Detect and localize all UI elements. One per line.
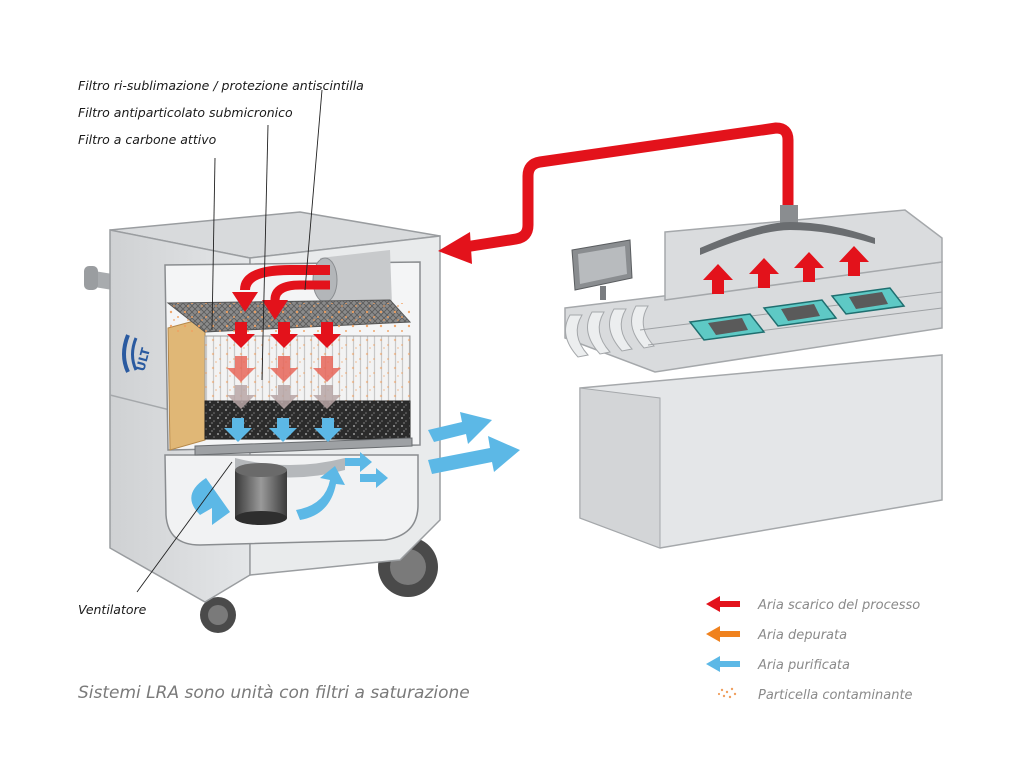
ult-logo: ULT	[122, 334, 153, 373]
legend-item-process-air: Aria scarico del processo	[706, 596, 920, 613]
legend-label: Aria scarico del processo	[757, 598, 920, 613]
legend-item-particle: Particella contaminante	[717, 687, 913, 703]
legend-label: Aria purificata	[757, 658, 850, 673]
red-arrow-icon	[706, 596, 740, 612]
label-filter-bottom: Filtro a carbone attivo	[78, 132, 217, 147]
process-machine	[564, 205, 943, 549]
extraction-hood	[700, 205, 875, 255]
legend: Aria scarico del processo Aria depurata …	[706, 596, 920, 703]
orange-arrow-icon	[706, 626, 740, 642]
legend-label: Aria depurata	[757, 628, 847, 643]
monitor-icon	[571, 239, 633, 300]
legend-item-purified-air: Aria purificata	[706, 656, 850, 673]
particle-dots-icon	[717, 687, 737, 699]
legend-item-depurated-air: Aria depurata	[706, 626, 847, 643]
depurated-air-arrows	[227, 356, 341, 409]
label-filter-mid: Filtro antiparticolato submicronico	[78, 105, 293, 120]
logo-text: ULT	[133, 346, 153, 373]
purified-air-arrows	[191, 412, 520, 525]
exhaust-duct-arrow	[438, 122, 794, 264]
label-fan: Ventilatore	[78, 602, 147, 617]
workpieces	[688, 287, 906, 341]
diagram-caption: Sistemi LRA sono unità con filtri a satu…	[78, 683, 470, 703]
process-air-arrows	[227, 265, 341, 348]
legend-label: Particella contaminante	[758, 688, 913, 703]
label-filter-top: Filtro ri-sublimazione / protezione anti…	[78, 78, 364, 93]
machine-exhaust-arrows	[703, 246, 869, 294]
leader-lines	[136, 89, 323, 593]
blue-arrow-icon	[706, 656, 740, 672]
fan	[235, 458, 345, 525]
